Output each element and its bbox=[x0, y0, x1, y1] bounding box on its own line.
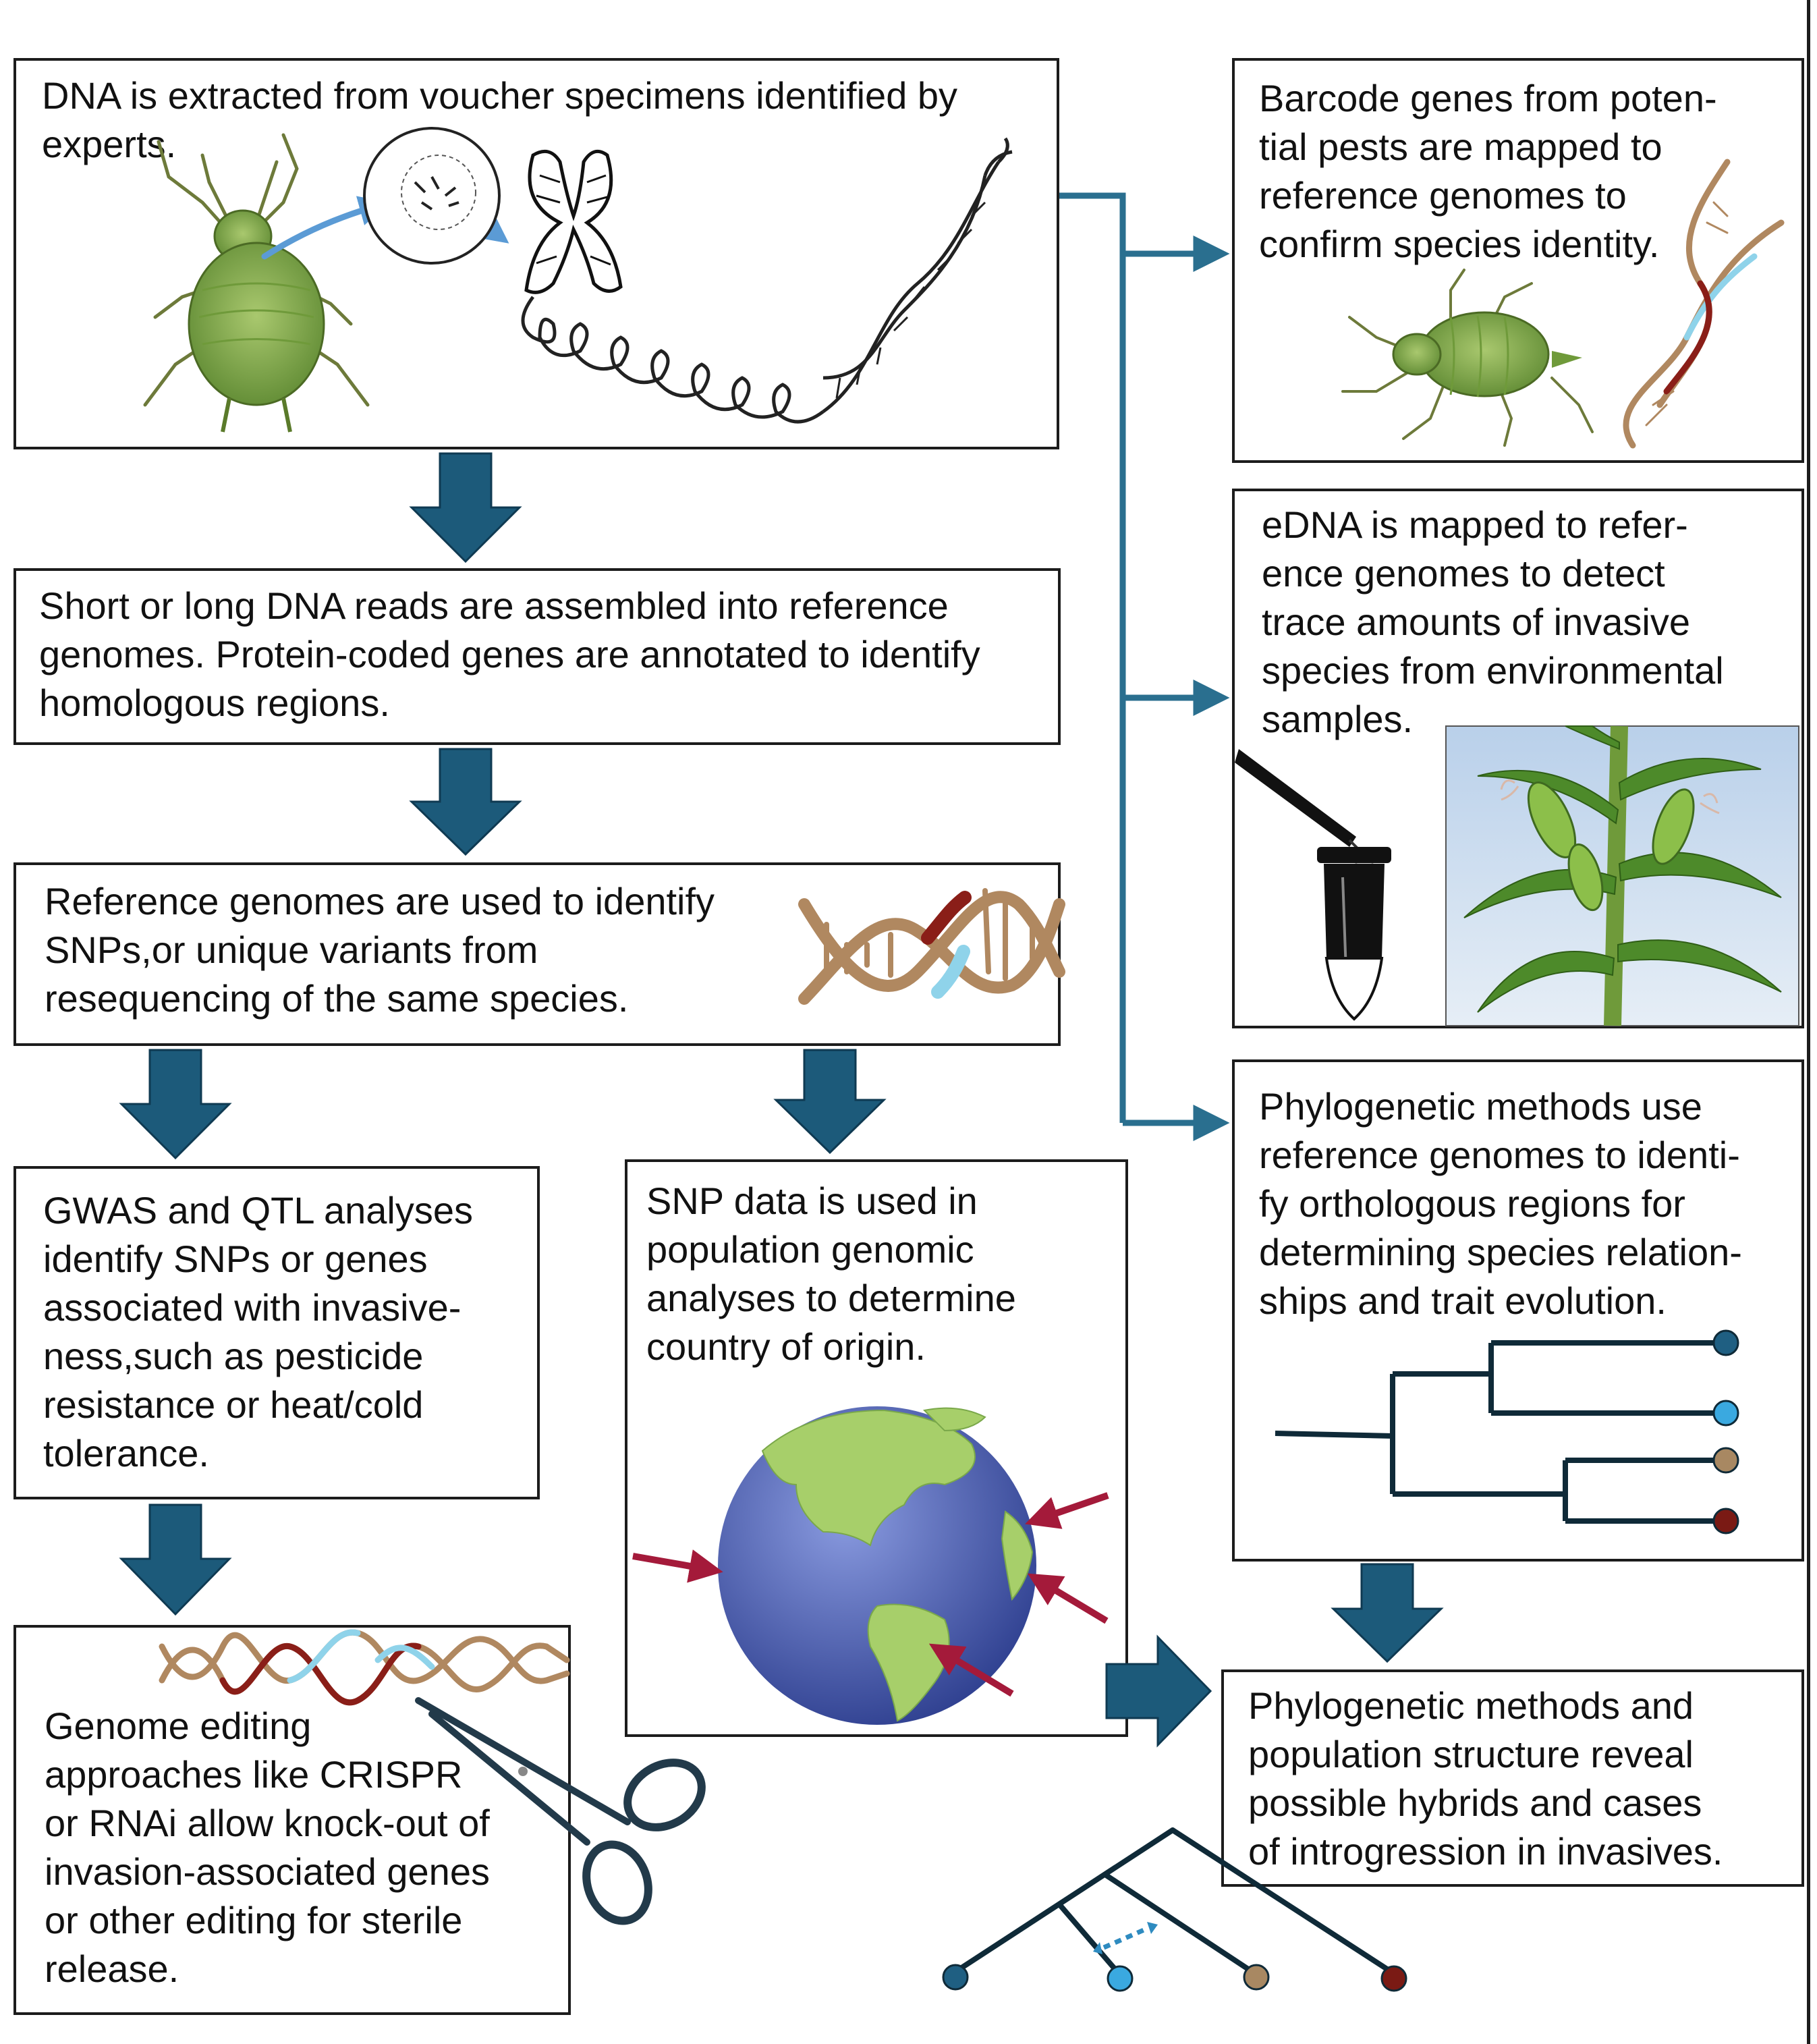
dna-helix-icon bbox=[159, 1629, 570, 1706]
introgression-arrow bbox=[1093, 1922, 1158, 1954]
chromatin-coil bbox=[521, 296, 824, 424]
editing-text: Genome editing approaches like CRISPR or… bbox=[45, 1705, 490, 1990]
cell-icon bbox=[363, 127, 501, 265]
dna-helix-icon bbox=[798, 888, 1065, 1005]
flow-arrow-1 bbox=[409, 452, 522, 563]
chromosome-icon bbox=[524, 149, 623, 294]
phylo-text: Phylogenetic methods use reference genom… bbox=[1259, 1085, 1742, 1322]
hybrids-text: Phylogenetic methods and population stru… bbox=[1248, 1684, 1723, 1873]
phylo-box bbox=[1232, 1059, 1804, 1562]
gwas-text: GWAS and QTL analyses identify SNPs or g… bbox=[43, 1189, 473, 1474]
dna-helix-icon bbox=[1623, 159, 1785, 449]
population-text: SNP data is used in population genomic a… bbox=[646, 1180, 1016, 1368]
gwas-box bbox=[13, 1166, 540, 1499]
phylogenetic-tree-icon bbox=[1275, 1340, 1716, 1524]
snps-box bbox=[13, 862, 1061, 1046]
corn-plant-icon bbox=[1445, 725, 1799, 1026]
flow-arrow-4 bbox=[773, 1049, 887, 1155]
assemble-box bbox=[13, 568, 1061, 745]
assemble-text: Short or long DNA reads are assembled in… bbox=[39, 584, 980, 724]
flow-arrow-3 bbox=[119, 1049, 232, 1160]
snps-text: Reference genomes are used to identify S… bbox=[45, 880, 715, 1020]
scissors-icon bbox=[415, 1697, 706, 1925]
flow-arrow-7 bbox=[1105, 1634, 1212, 1748]
aphid-icon bbox=[143, 133, 370, 433]
right-edge-rule bbox=[1807, 0, 1810, 2044]
hybrid-tree-tips bbox=[942, 1964, 1407, 1992]
flow-arrow-5 bbox=[119, 1503, 232, 1616]
hybrids-box bbox=[1221, 1669, 1804, 1887]
tree-tips bbox=[1712, 1329, 1739, 1535]
tube-icon bbox=[1317, 847, 1391, 1021]
connector-lines bbox=[1059, 192, 1230, 1141]
extract-text: DNA is extracted from voucher specimens … bbox=[42, 74, 958, 165]
origin-arrows bbox=[632, 1492, 1109, 1697]
flow-arrow-2 bbox=[409, 748, 522, 856]
flow-arrow-6 bbox=[1331, 1563, 1444, 1663]
edna-text: eDNA is mapped to refer- ence genomes to… bbox=[1262, 503, 1724, 740]
barcode-text: Barcode genes from poten- tial pests are… bbox=[1259, 77, 1717, 265]
barcode-box bbox=[1232, 58, 1804, 463]
aphid-icon bbox=[1341, 269, 1594, 447]
phylogenetic-tree-icon bbox=[953, 1827, 1394, 1974]
dna-helix-icon bbox=[822, 137, 1013, 414]
